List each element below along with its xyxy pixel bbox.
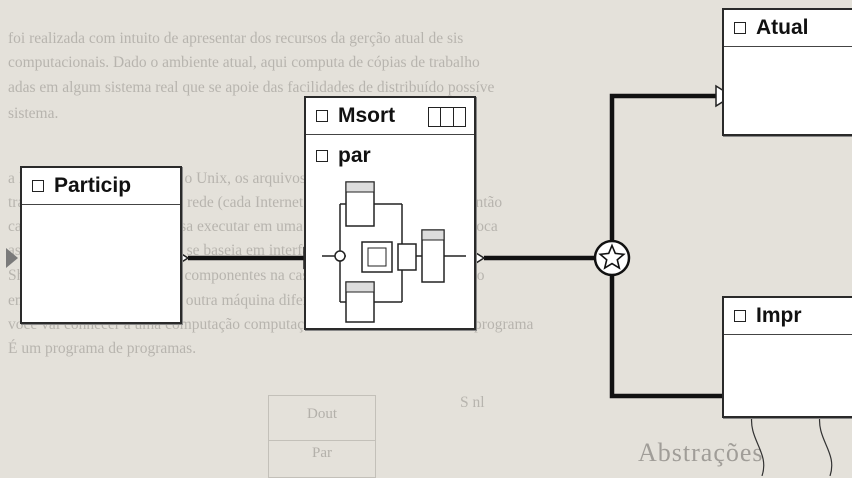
- continuation-line: [820, 414, 832, 476]
- wire-junction-impr: [612, 276, 736, 396]
- sub-component-header: par: [314, 144, 371, 168]
- component-header: Impr: [724, 298, 852, 335]
- component-header: Msort: [306, 98, 474, 135]
- component-title: Atual: [756, 16, 809, 40]
- continuation-line: [752, 414, 764, 476]
- panels-icon[interactable]: [428, 107, 466, 127]
- component-impr[interactable]: Impr: [722, 296, 852, 418]
- inbound-port-icon: [6, 248, 18, 268]
- select-checkbox[interactable]: [32, 180, 44, 192]
- wire-junction-atual: [612, 96, 716, 240]
- internal-network-diagram: [306, 174, 474, 324]
- component-atual[interactable]: Atual: [722, 8, 852, 136]
- component-header: Atual: [724, 10, 852, 47]
- mini-component: [398, 244, 416, 270]
- mini-junction: [335, 251, 345, 261]
- select-checkbox[interactable]: [316, 150, 328, 162]
- sub-component-title: par: [338, 144, 371, 168]
- component-title: Particip: [54, 174, 131, 198]
- component-title: Impr: [756, 304, 802, 328]
- select-checkbox[interactable]: [734, 310, 746, 322]
- component-header: Particip: [22, 168, 180, 205]
- component-title: Msort: [338, 104, 395, 128]
- component-msort[interactable]: Msort par: [304, 96, 476, 330]
- select-checkbox[interactable]: [734, 22, 746, 34]
- select-checkbox[interactable]: [316, 110, 328, 122]
- component-particip[interactable]: Particip: [20, 166, 182, 324]
